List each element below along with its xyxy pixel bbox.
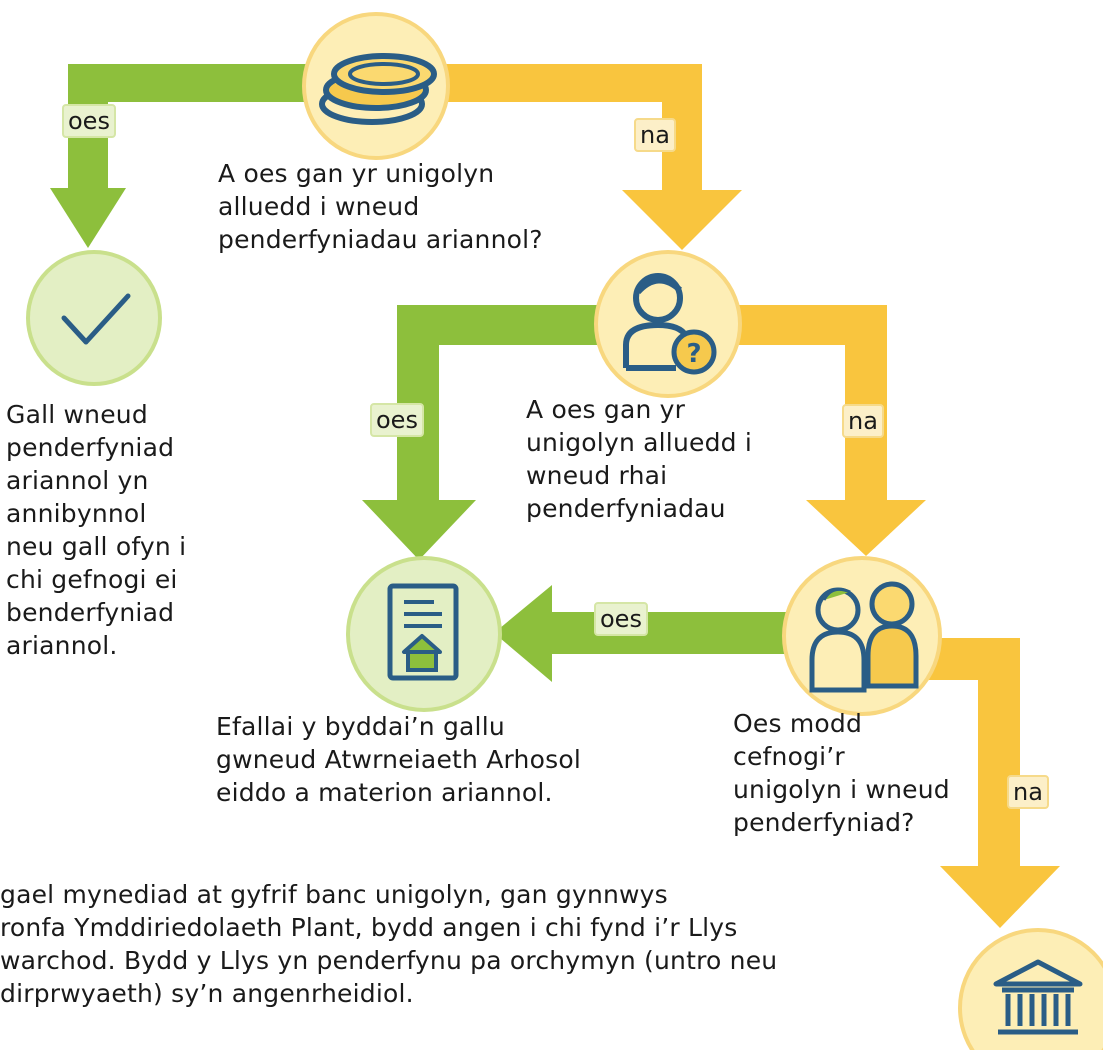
outcome-court-of-protection: gael mynediad at gyfrif banc unigolyn, g… <box>0 880 778 1008</box>
courthouse-icon <box>958 928 1103 1050</box>
arrowhead-no-3 <box>940 866 1060 928</box>
arrowhead-yes-2 <box>362 500 476 560</box>
label-yes-2: oes <box>370 403 424 437</box>
checkmark-icon <box>26 250 162 386</box>
arrowhead-no-1 <box>622 190 742 250</box>
label-no-3: na <box>1007 775 1049 809</box>
connector-yes-3-horizontal <box>548 612 818 654</box>
label-no-2: na <box>842 404 884 438</box>
label-yes-1: oes <box>62 104 116 138</box>
outcome-lasting-power-of-attorney: Efallai y byddai’n gallu gwneud Atwrneia… <box>216 712 581 807</box>
connector-no-3-vertical <box>978 638 1020 870</box>
label-no-1: na <box>634 118 676 152</box>
label-yes-3: oes <box>594 602 648 636</box>
svg-text:?: ? <box>686 339 701 369</box>
coins-icon <box>302 12 450 160</box>
arrowhead-yes-3 <box>494 585 552 682</box>
person-question-icon: ? <box>594 250 742 398</box>
arrowhead-yes-1 <box>50 188 126 248</box>
two-people-icon <box>782 556 942 716</box>
question-capacity: A oes gan yr unigolyn alluedd i wneud pe… <box>218 159 543 254</box>
arrowhead-no-2 <box>806 500 926 556</box>
outcome-independent: Gall wneud penderfyniad ariannol yn anni… <box>6 400 187 660</box>
question-support: Oes modd cefnogi’r unigolyn i wneud pend… <box>733 709 950 837</box>
document-house-icon <box>346 556 502 712</box>
question-some-decisions: A oes gan yr unigolyn alluedd i wneud rh… <box>526 395 752 523</box>
